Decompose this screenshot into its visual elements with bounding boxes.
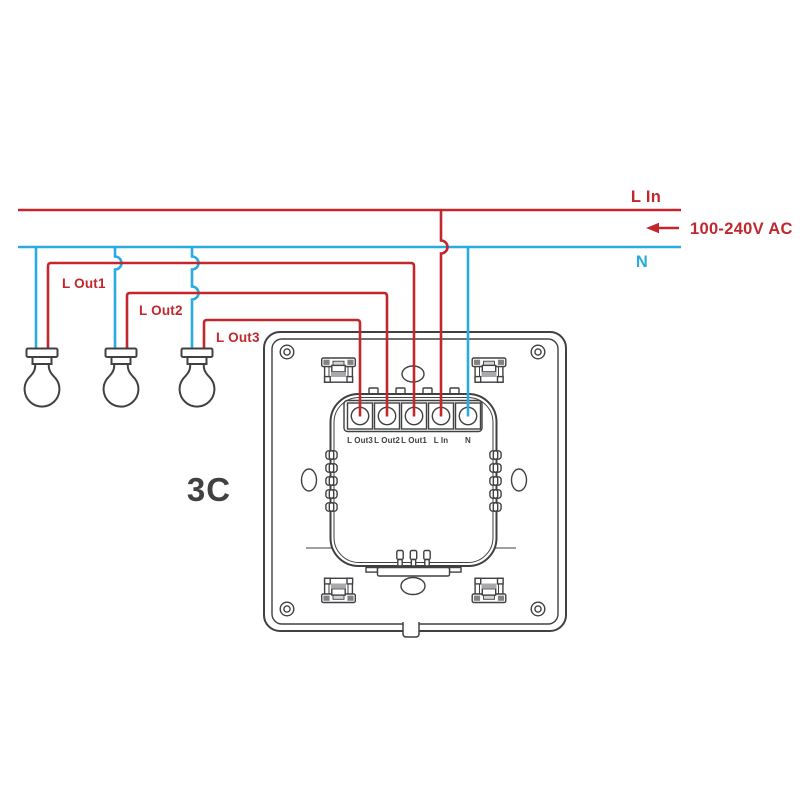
- plate-slot-bottom: [400, 576, 426, 596]
- module-ear: [489, 502, 502, 512]
- module-ear: [489, 476, 502, 486]
- terminal-label-l-in: L In: [434, 436, 448, 445]
- neutral-label: N: [636, 253, 648, 271]
- voltage-label: 100-240V AC: [690, 220, 793, 238]
- mount-clip-icon: [321, 357, 356, 383]
- power-source-arrow: [646, 222, 679, 234]
- terminal-label-l-out2: L Out2: [374, 436, 400, 445]
- l-out3-wire: [202, 318, 362, 417]
- module-pin: [409, 549, 418, 567]
- live-in-label: L In: [631, 188, 661, 206]
- mount-clip-icon: [471, 357, 507, 383]
- module-ear: [325, 489, 338, 499]
- module-pin: [396, 549, 404, 567]
- screw-icon: [530, 601, 546, 617]
- module-ear: [325, 450, 338, 460]
- switch-module: [325, 387, 502, 577]
- wiring: [18, 208, 681, 417]
- module-ear: [489, 450, 502, 460]
- labels: L In 100-240V AC N L Out1 L Out2 L Out3 …: [62, 188, 793, 508]
- terminal-label-n: N: [465, 436, 471, 445]
- module-bar-wing: [365, 566, 379, 573]
- plate-slot-left: [300, 468, 318, 492]
- l-out3-label: L Out3: [216, 330, 260, 345]
- plate-slot-right: [510, 468, 528, 492]
- terminal-label-l-out3: L Out3: [347, 436, 373, 445]
- module-ear: [489, 463, 502, 473]
- module-ear: [325, 463, 338, 473]
- bulb3-neutral-wire: [190, 247, 200, 351]
- light-bulb-icon: [23, 347, 61, 408]
- l-out1-wire: [46, 261, 416, 417]
- module-ear: [325, 502, 338, 512]
- plate-bottom-tab: [402, 622, 420, 638]
- gang-count-label: 3C: [187, 471, 231, 508]
- arrow-left-icon: [646, 222, 659, 234]
- module-ear: [325, 476, 338, 486]
- bulbs: [23, 347, 216, 408]
- screw-icon: [279, 344, 295, 360]
- mount-clip-icon: [471, 577, 507, 604]
- module-ear: [489, 489, 502, 499]
- live-in-drop-wire: [439, 210, 449, 417]
- terminal-label-l-out1: L Out1: [401, 436, 427, 445]
- light-bulb-icon: [178, 347, 216, 408]
- module-bar-wing: [448, 566, 462, 573]
- l-out2-wire: [125, 291, 389, 417]
- module-bottom-bar: [376, 566, 451, 577]
- mount-clip-icon: [321, 577, 356, 604]
- l-out2-label: L Out2: [139, 303, 183, 318]
- screw-icon: [279, 601, 295, 617]
- light-bulb-icon: [102, 347, 140, 408]
- screw-icon: [530, 344, 546, 360]
- module-pin: [423, 549, 431, 567]
- l-out1-label: L Out1: [62, 276, 106, 291]
